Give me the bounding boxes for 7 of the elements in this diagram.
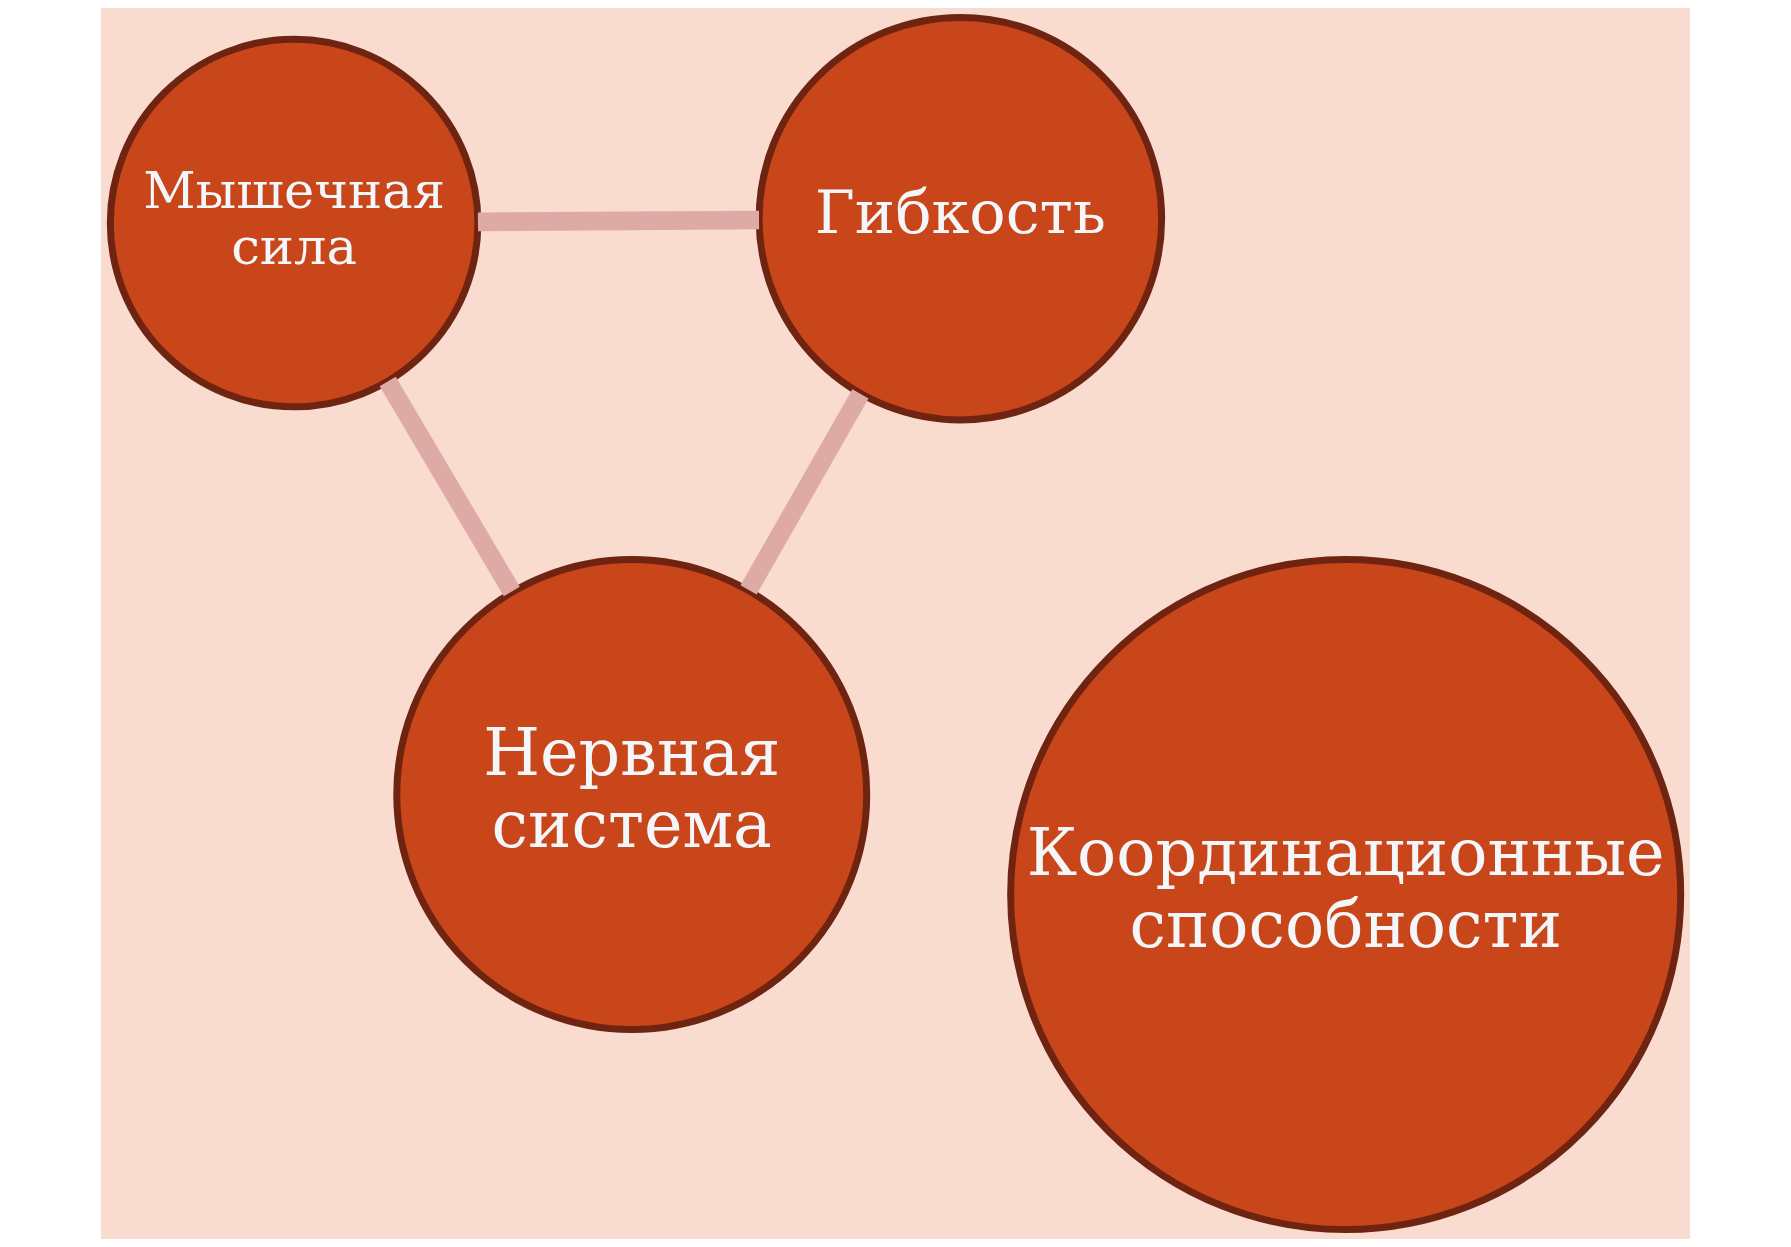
connector <box>740 389 869 595</box>
connector <box>477 210 760 232</box>
node-circle: Мышечная сила <box>106 35 482 411</box>
connector <box>379 376 520 597</box>
node-circle: Нервная система <box>393 556 871 1033</box>
node-circle: Координационные способности <box>1007 556 1685 1234</box>
node-circle: Гибкость <box>755 13 1166 424</box>
